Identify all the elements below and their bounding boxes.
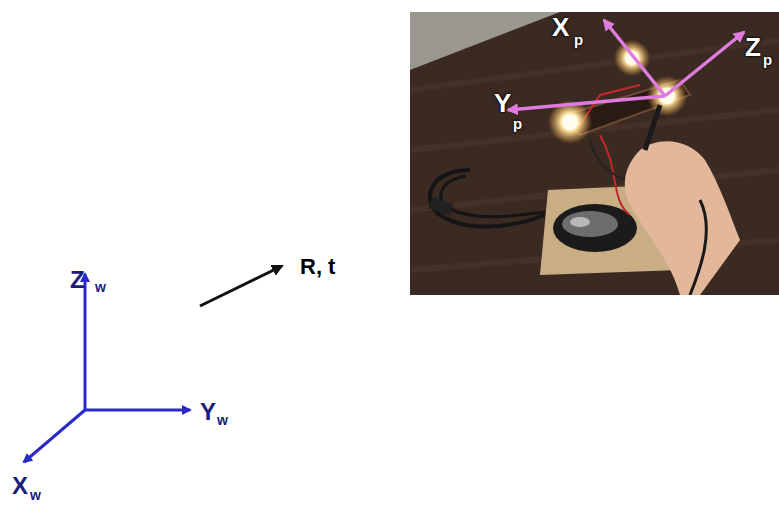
axis-subscript: p xyxy=(574,32,583,47)
transform-arrow xyxy=(200,266,282,306)
axis-subscript: p xyxy=(513,116,522,131)
axis-label: Z xyxy=(745,34,761,60)
axis-subscript: w xyxy=(95,280,106,294)
axis-label: X xyxy=(12,474,28,498)
transform-label: R, t xyxy=(300,256,335,278)
axis-label: Y xyxy=(494,90,511,116)
axis-subscript: w xyxy=(217,413,228,427)
axis-subscript: w xyxy=(30,488,41,502)
object-axes xyxy=(508,20,744,110)
axis-label: Z xyxy=(70,268,85,292)
world-axes xyxy=(24,274,190,462)
axis-subscript: p xyxy=(763,52,772,67)
axis-label: Y xyxy=(200,400,216,424)
photo xyxy=(410,12,779,295)
axis-label: X xyxy=(552,14,569,40)
